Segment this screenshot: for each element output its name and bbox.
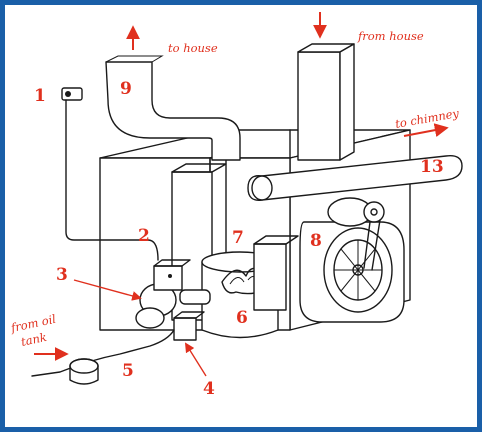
label-4: 4	[203, 379, 215, 399]
oil-burner	[135, 259, 211, 341]
label-2: 2	[138, 226, 150, 246]
label-9: 9	[120, 79, 132, 99]
flow-arrows	[34, 12, 449, 377]
thermostat	[61, 87, 159, 261]
caption-tank: tank	[20, 330, 48, 349]
return-duct	[297, 43, 355, 161]
label-1: 1	[34, 86, 46, 106]
flue-pipe	[247, 155, 463, 201]
label-13: 13	[420, 157, 444, 177]
caption-to-chimney: to chimney	[394, 106, 460, 131]
caption-to-house: to house	[168, 41, 218, 55]
oil-tank	[31, 329, 175, 385]
supply-duct	[105, 55, 241, 161]
blower	[299, 197, 405, 323]
label-7: 7	[232, 228, 244, 248]
label-8: 8	[310, 231, 322, 251]
label-5: 5	[122, 361, 134, 381]
air-filter	[253, 235, 299, 311]
caption-from-house: from house	[357, 29, 424, 43]
label-6: 6	[236, 308, 248, 328]
label-3: 3	[56, 265, 68, 285]
